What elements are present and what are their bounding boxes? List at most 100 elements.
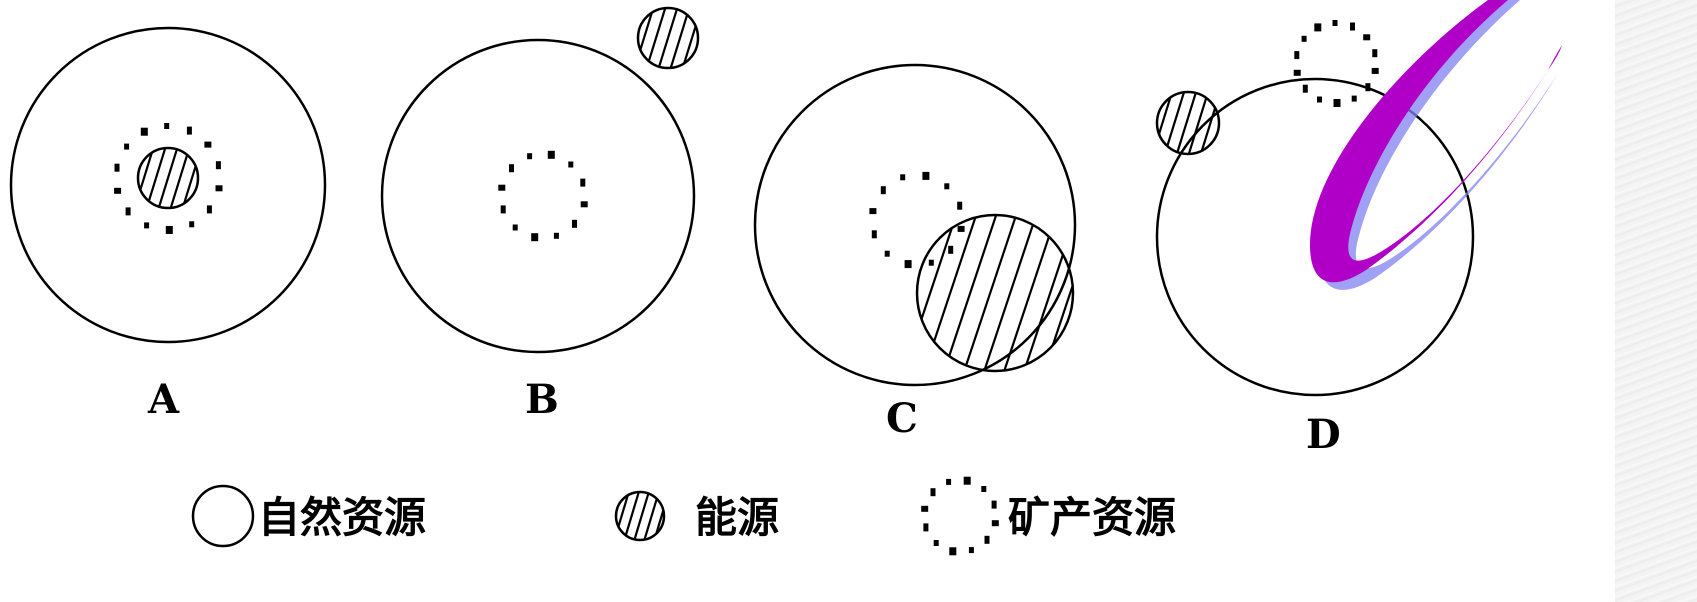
- natural-resource-circle: [382, 40, 694, 352]
- mineral-dot: [905, 260, 912, 268]
- mineral-dot: [1334, 99, 1341, 107]
- hatch-line: [593, 488, 610, 544]
- mineral-dot: [931, 488, 936, 496]
- mineral-dot: [189, 221, 194, 227]
- mineral-dot: [1372, 68, 1379, 74]
- mineral-dot: [1365, 83, 1370, 91]
- hatch-line: [1164, 88, 1186, 158]
- mineral-dot: [948, 246, 953, 254]
- legend-mineral-resources: 矿产资源: [921, 477, 1176, 556]
- mineral-dot: [964, 477, 971, 485]
- mineral-dot: [1294, 51, 1299, 59]
- mineral-dot: [934, 540, 939, 546]
- hatch-line: [843, 211, 898, 375]
- mineral-dot: [1294, 70, 1301, 76]
- mineral-dot: [114, 188, 121, 194]
- mineral-dot: [527, 153, 532, 159]
- mineral-dot: [554, 233, 559, 239]
- mineral-dot: [1363, 34, 1370, 40]
- mineral-dot: [900, 174, 905, 180]
- hatch-line: [122, 144, 143, 212]
- natural-resource-circle-icon: [193, 486, 253, 546]
- legend-natural-resources: 自然资源: [193, 486, 426, 546]
- hatch-line: [610, 4, 631, 72]
- mineral-dot: [1372, 49, 1377, 57]
- natural-resource-circle: [755, 65, 1075, 385]
- hatch-line: [110, 144, 131, 212]
- hatch-line: [1212, 88, 1234, 158]
- hatch-line: [633, 488, 650, 544]
- mineral-dot: [572, 220, 577, 228]
- hatch-line: [1128, 88, 1150, 158]
- mineral-dot: [1350, 23, 1355, 31]
- mineral-dot: [509, 164, 514, 172]
- mineral-dot: [921, 506, 928, 512]
- natural-resource-circle: [11, 28, 325, 342]
- mineral-dot: [881, 186, 886, 194]
- mineral-dot: [204, 142, 211, 148]
- mineral-dot: [531, 233, 538, 241]
- mineral-dot: [548, 151, 555, 159]
- mineral-dot: [513, 225, 518, 231]
- hatch-line: [206, 144, 227, 212]
- panel-label-a: A: [147, 376, 180, 423]
- mineral-dot: [164, 123, 169, 129]
- hatch-line: [658, 4, 679, 72]
- mineral-dot: [944, 183, 949, 189]
- mineral-dot: [216, 161, 221, 169]
- legend: 自然资源 能源 矿产资源: [193, 477, 1176, 556]
- hatch-line: [194, 144, 215, 212]
- mineral-dot: [1333, 20, 1338, 26]
- mineral-dotted-ring: [1294, 20, 1379, 107]
- energy-hatch-lines: [593, 488, 680, 544]
- mineral-dot: [1303, 85, 1308, 93]
- mineral-dot: [1352, 96, 1357, 102]
- hatch-line: [158, 144, 179, 212]
- mineral-dot: [1317, 97, 1322, 103]
- mineral-dot: [992, 520, 999, 526]
- mineral-dot: [992, 501, 997, 509]
- mineral-dot: [498, 185, 505, 191]
- mineral-dot: [922, 172, 929, 180]
- hatch-line: [603, 488, 620, 544]
- mineral-dot: [501, 205, 506, 213]
- hatch-line: [622, 4, 643, 72]
- mineral-dot: [969, 547, 974, 553]
- energy-hatch-lines: [843, 211, 1138, 375]
- mineral-dot: [957, 202, 962, 210]
- panel-c: C: [755, 65, 1138, 442]
- mineral-dot: [946, 479, 951, 485]
- hatch-line: [863, 211, 918, 375]
- hatch-line: [663, 488, 680, 544]
- legend-energy: 能源: [593, 488, 779, 544]
- mineral-dot: [568, 162, 573, 168]
- legend-mineral-resources-label: 矿产资源: [1008, 493, 1176, 542]
- mineral-dot: [923, 523, 928, 531]
- mineral-dotted-ring: [498, 151, 587, 241]
- mineral-dot: [581, 201, 588, 207]
- mineral-dot: [126, 207, 131, 215]
- hatch-line: [694, 4, 715, 72]
- mineral-dot: [872, 230, 877, 238]
- mineral-dotted-circle-icon: [921, 477, 999, 556]
- legend-natural-resources-label: 自然资源: [258, 493, 426, 542]
- mineral-dot: [124, 144, 129, 150]
- panel-b: B: [382, 4, 727, 423]
- hatch-line: [706, 4, 727, 72]
- mineral-dot: [216, 185, 223, 191]
- energy-hatch-lines: [110, 144, 227, 212]
- mineral-dot: [115, 164, 120, 172]
- panel-label-c: C: [886, 395, 918, 442]
- mineral-dot: [1314, 23, 1321, 31]
- mineral-dot: [949, 547, 956, 555]
- mineral-dot: [166, 226, 173, 234]
- decorative-swoosh-icon: [1310, 0, 1562, 290]
- mineral-dot: [958, 226, 965, 232]
- energy-hatch-lines: [1128, 88, 1246, 158]
- mineral-dot: [141, 128, 148, 136]
- panel-label-b: B: [525, 376, 559, 423]
- mineral-dot: [187, 127, 192, 135]
- mineral-dot: [869, 208, 876, 214]
- mineral-dot: [580, 179, 585, 187]
